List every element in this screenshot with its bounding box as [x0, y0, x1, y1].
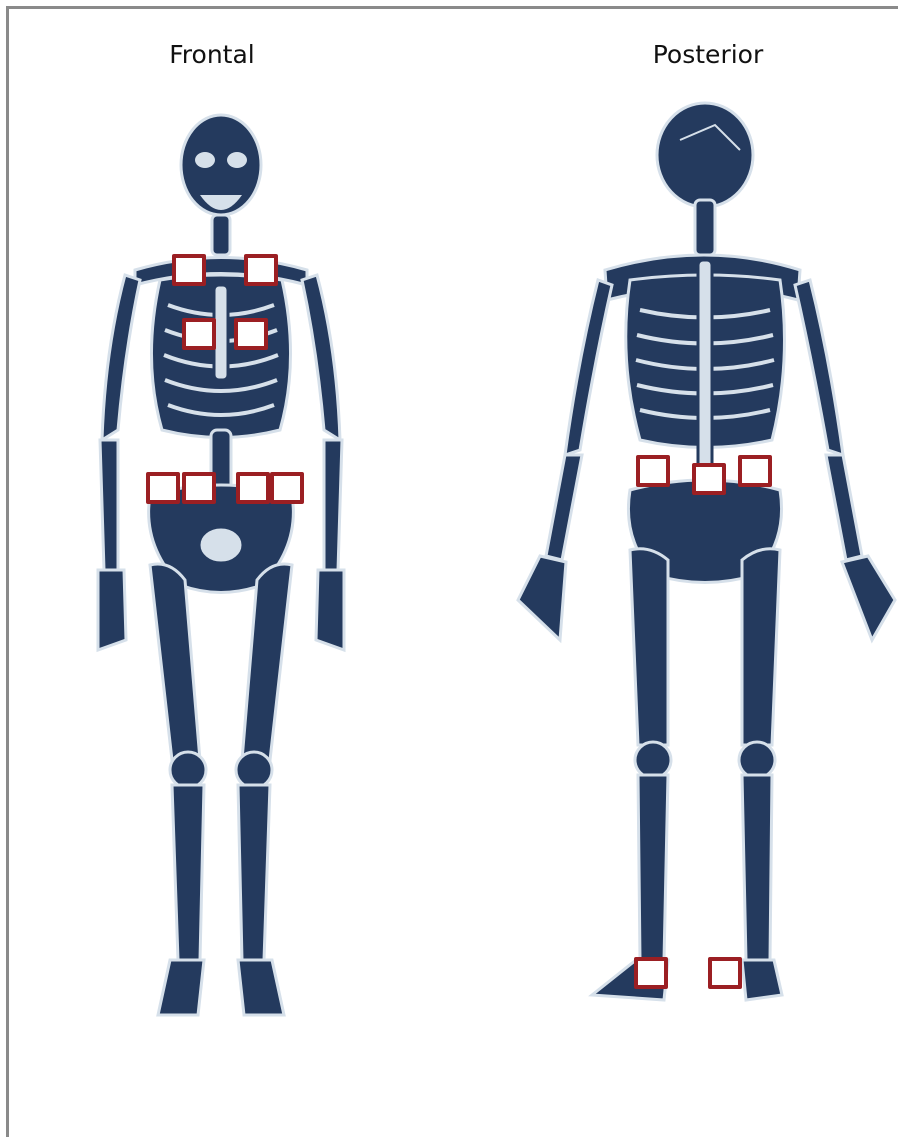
posterior-left-femur	[630, 549, 668, 745]
frontal-marker-right-upper-chest	[234, 318, 268, 350]
frontal-marker-left-outer-hip	[146, 472, 180, 504]
posterior-marker-right-pelvis	[738, 455, 772, 487]
frontal-marker-right-inner-hip	[236, 472, 270, 504]
posterior-left-tibia	[638, 775, 668, 960]
posterior-marker-right-heel	[708, 957, 742, 989]
posterior-left-upper-arm	[565, 280, 612, 455]
frontal-marker-right-outer-hip	[270, 472, 304, 504]
posterior-left-knee	[635, 742, 671, 778]
frontal-marker-left-upper-chest	[182, 318, 216, 350]
posterior-left-forearm	[546, 455, 582, 560]
posterior-right-knee	[739, 742, 775, 778]
posterior-left-hand	[518, 556, 566, 640]
posterior-marker-left-heel	[634, 957, 668, 989]
frontal-marker-left-inner-hip	[182, 472, 216, 504]
posterior-right-tibia	[742, 775, 772, 960]
posterior-right-hand	[842, 556, 895, 640]
posterior-right-forearm	[826, 455, 862, 560]
posterior-skull	[657, 103, 753, 207]
posterior-neck	[695, 200, 715, 255]
posterior-marker-left-pelvis	[636, 455, 670, 487]
frontal-marker-right-shoulder	[244, 254, 278, 286]
frontal-marker-left-shoulder	[172, 254, 206, 286]
posterior-right-upper-arm	[795, 280, 843, 455]
posterior-marker-sacrum	[692, 463, 726, 495]
posterior-right-foot	[742, 960, 782, 1000]
posterior-right-femur	[742, 549, 780, 745]
